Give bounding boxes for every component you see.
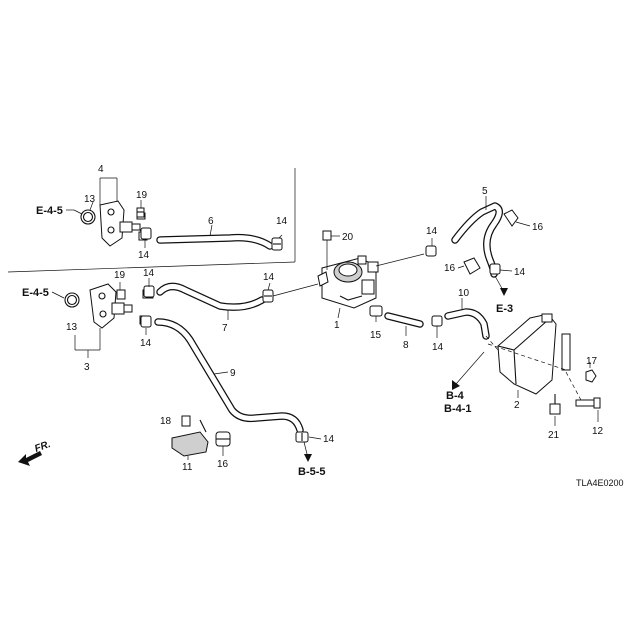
hose-clamp-14 (262, 289, 274, 303)
hose-7 (156, 282, 266, 311)
label-part-3: 3 (84, 362, 90, 373)
hose-9 (154, 318, 304, 434)
label-part-18: 18 (160, 416, 172, 427)
purge-valve-1 (317, 255, 379, 309)
ref-b-5-5[interactable]: B-5-5 (298, 466, 326, 478)
hose-clamp-14 (140, 227, 152, 240)
label-part-20: 20 (342, 232, 354, 243)
label-part-14-e: 14 (143, 268, 155, 279)
hose-clamp-14 (271, 237, 283, 251)
label-part-14-i: 14 (323, 434, 335, 445)
bracket-2 (497, 313, 571, 395)
front-label: FR. (33, 439, 52, 455)
hose-clamp-14 (489, 263, 501, 275)
hose-clamp-14 (295, 431, 309, 443)
label-part-17: 17 (586, 356, 598, 367)
bracket-11 (171, 419, 209, 457)
hose-clamp-14 (431, 315, 443, 327)
clip-16 (463, 257, 481, 275)
hose-clamp-14 (425, 245, 437, 257)
label-part-13-lower: 13 (66, 322, 78, 333)
label-part-9: 9 (230, 368, 236, 379)
label-part-2: 2 (514, 400, 520, 411)
label-part-14-d: 14 (514, 267, 526, 278)
label-part-16-b: 16 (444, 263, 456, 274)
bolt-12 (575, 397, 601, 409)
ref-e-4-5-lower[interactable]: E-4-5 (22, 287, 49, 299)
hose-clamp-14 (140, 315, 152, 328)
ref-b-4[interactable]: B-4 (446, 390, 465, 402)
ref-e-3[interactable]: E-3 (496, 303, 513, 315)
label-part-7: 7 (222, 323, 228, 334)
label-part-6: 6 (208, 216, 214, 227)
label-part-21: 21 (548, 430, 560, 441)
label-part-4: 4 (98, 164, 104, 175)
label-part-1: 1 (334, 320, 340, 331)
diagram-code: TLA4E0200 (576, 478, 624, 488)
label-part-15: 15 (370, 330, 382, 341)
valve-assembly-lower (64, 283, 154, 329)
hose-clamp-14 (143, 285, 155, 298)
front-direction-arrow (18, 451, 42, 466)
label-part-14-g: 14 (432, 342, 444, 353)
bolt-19 (116, 289, 126, 300)
label-part-14-b: 14 (138, 250, 150, 261)
label-part-5: 5 (482, 186, 488, 197)
ref-b-4-1[interactable]: B-4-1 (444, 403, 472, 415)
label-part-16-a: 16 (532, 222, 544, 233)
clip-16 (503, 209, 519, 227)
hose-8 (384, 312, 424, 328)
label-part-8: 8 (403, 340, 409, 351)
label-part-10: 10 (458, 288, 470, 299)
label-part-14-f: 14 (263, 272, 275, 283)
pipe-10 (444, 308, 490, 340)
ref-e-4-5-upper[interactable]: E-4-5 (36, 205, 63, 217)
bolt-21 (549, 394, 561, 415)
label-part-14-a: 14 (276, 216, 288, 227)
label-part-11: 11 (182, 462, 193, 473)
hose-6 (156, 233, 274, 250)
bolt-18 (181, 415, 191, 427)
label-part-13-upper: 13 (84, 194, 96, 205)
label-part-14-c: 14 (426, 226, 438, 237)
label-part-14-h: 14 (140, 338, 152, 349)
nut-17 (585, 369, 597, 383)
clip-16 (215, 431, 231, 447)
label-part-16-c: 16 (217, 459, 229, 470)
label-part-19-lower: 19 (114, 270, 126, 281)
boundary-line (7, 261, 296, 273)
label-part-19-upper: 19 (136, 190, 148, 201)
bolt-19 (136, 207, 145, 218)
clamp-15 (369, 305, 383, 317)
bolt-20 (322, 230, 340, 270)
label-part-12: 12 (592, 426, 604, 437)
